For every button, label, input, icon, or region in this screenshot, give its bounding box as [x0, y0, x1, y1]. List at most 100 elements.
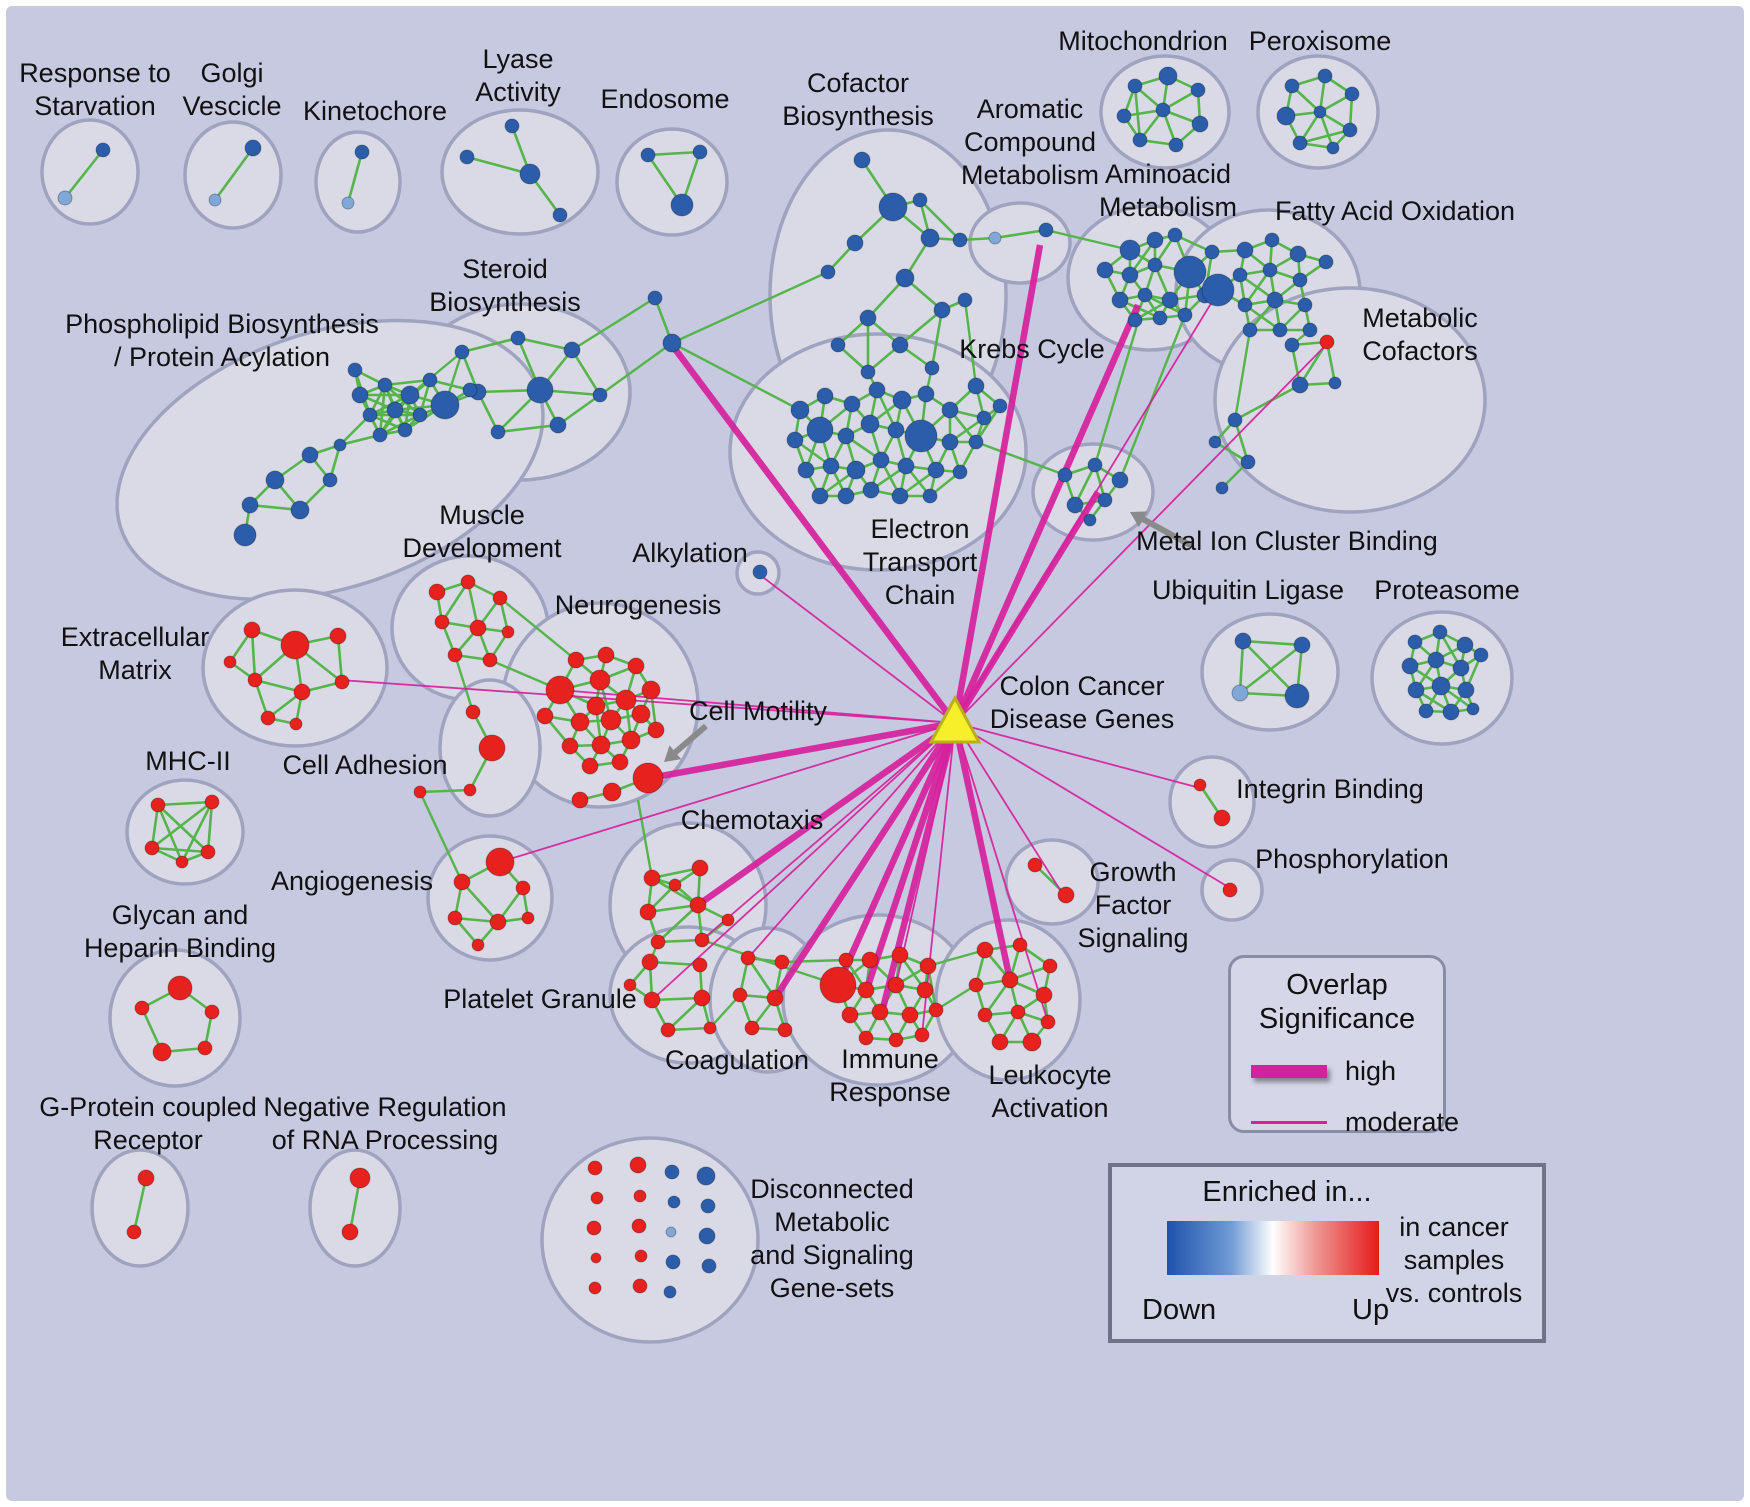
cofactor-biosynthesis-node: [859, 309, 877, 327]
extracellular-matrix-label: Extracellular: [61, 622, 210, 652]
electron-transport-chain-label: Electron: [870, 514, 969, 544]
green-link: [701, 938, 839, 987]
alkylation-node: [752, 564, 768, 580]
metabolic-cofactors-node: [1215, 481, 1229, 495]
muscle-development-label: Development: [402, 533, 562, 563]
metal-ion-cluster-binding-ellipse: [1031, 442, 1155, 542]
electron-transport-chain-node: [917, 385, 935, 403]
pointer-arrow-head: [664, 745, 682, 762]
cell-adhesion-label: Cell Adhesion: [282, 750, 447, 780]
green-edge: [647, 903, 699, 914]
aminoacid-metabolism-node: [1161, 291, 1179, 309]
overlap-edge-moderate: [954, 722, 1231, 889]
electron-transport-chain-node: [976, 410, 992, 426]
leukocyte-activation-node: [1010, 1004, 1026, 1020]
disconnected-gene-sets-node: [590, 1191, 604, 1205]
electron-transport-chain-node: [846, 460, 866, 480]
response-to-starvation-label: Response to: [19, 58, 171, 88]
alkylation-label: Alkylation: [632, 538, 748, 568]
coagulation-label: Coagulation: [665, 1045, 809, 1075]
electron-transport-chain-node: [816, 387, 834, 405]
lyase-activity-node: [504, 118, 520, 134]
extracellular-matrix-node: [334, 674, 350, 690]
peroxisome-node: [1292, 135, 1308, 151]
electron-transport-chain-node: [922, 488, 938, 504]
endosome-node: [670, 193, 694, 217]
fatty-acid-oxidation-node: [1262, 262, 1278, 278]
peroxisome-node: [1313, 105, 1327, 119]
fatty-acid-oxidation-node: [1237, 297, 1253, 313]
green-edge: [206, 801, 214, 853]
proteasome-label: Proteasome: [1374, 575, 1520, 605]
fatty-acid-oxidation-node: [1266, 291, 1284, 309]
integrin-binding-node: [1213, 809, 1231, 827]
aromatic-compound-metabolism-label: Metabolism: [961, 160, 1099, 190]
fatty-acid-oxidation-label: Fatty Acid Oxidation: [1275, 196, 1515, 226]
green-edge: [1243, 269, 1272, 306]
green-link: [453, 654, 475, 713]
cofactor-biosynthesis-node: [924, 360, 940, 376]
green-edge: [157, 804, 209, 853]
electron-transport-chain-node: [952, 464, 968, 480]
cofactor-biosynthesis-label: Biosynthesis: [782, 101, 934, 131]
metabolic-cofactors-node: [1328, 376, 1342, 390]
response-to-starvation-node: [95, 142, 111, 158]
green-edge: [667, 1026, 711, 1032]
golgi-vescicle-label: Golgi: [200, 58, 263, 88]
extracellular-matrix-node: [247, 672, 263, 688]
enrichment-context-line2: samples: [1403, 1245, 1505, 1275]
fatty-acid-oxidation-node: [1292, 272, 1308, 288]
leukocyte-activation-node: [1035, 986, 1053, 1004]
phospholipid-biosynthesis-label: Phospholipid Biosynthesis: [65, 309, 379, 339]
colon-cancer-hub-label: Colon Cancer: [999, 671, 1164, 701]
mhc-ii-node: [204, 794, 220, 810]
phospholipid-biosynthesis-node: [322, 472, 338, 488]
immune-response-node: [871, 1003, 889, 1021]
neurogenesis-node: [621, 730, 641, 750]
disconnected-gene-sets-node: [629, 1156, 647, 1174]
leukocyte-activation-node: [976, 941, 994, 959]
disconnected-gene-sets-label: Disconnected: [750, 1174, 914, 1204]
lyase-activity-node: [459, 149, 475, 165]
metabolic-cofactors-node: [1319, 334, 1335, 350]
electron-transport-chain-node: [897, 457, 915, 475]
overlap-edge-high: [951, 244, 1044, 724]
phospholipid-biosynthesis-node: [422, 372, 438, 388]
green-link: [935, 983, 977, 1012]
green-link: [636, 799, 654, 879]
electron-transport-chain-node: [887, 421, 905, 439]
mhc-ii-node: [200, 844, 216, 860]
leukocyte-activation-label: Activation: [991, 1093, 1108, 1123]
coagulation-node: [732, 987, 748, 1003]
green-edge: [180, 801, 214, 863]
green-edge: [157, 800, 213, 807]
green-edge: [570, 349, 602, 396]
green-edge: [651, 866, 701, 880]
overlap-edge-moderate: [701, 722, 956, 941]
green-link: [1233, 329, 1252, 421]
metal-ion-cluster-binding-label: Metal Ion Cluster Binding: [1136, 526, 1438, 556]
colon-cancer-hub-label: Disease Genes: [990, 704, 1175, 734]
aminoacid-metabolism-node: [1152, 310, 1168, 326]
green-link: [1118, 314, 1187, 481]
green-edge: [379, 413, 421, 437]
metabolic-cofactors-ellipse: [1213, 286, 1487, 514]
immune-response-label: Response: [829, 1077, 951, 1107]
steroid-biosynthesis-node: [490, 424, 506, 440]
aminoacid-metabolism-node: [1147, 257, 1163, 273]
muscle-development-node: [492, 590, 508, 606]
green-edge: [151, 800, 213, 850]
mitochondrion-node: [1116, 108, 1132, 124]
enrichment-context-line1: in cancer: [1399, 1212, 1509, 1242]
electron-transport-chain-node: [968, 434, 984, 450]
mhc-ii-node: [144, 840, 160, 856]
phospholipid-biosynthesis-node: [386, 401, 404, 419]
angiogenesis-node: [521, 911, 535, 925]
green-edge: [250, 629, 257, 681]
cofactor-biosynthesis-node: [820, 264, 836, 280]
proteasome-node: [1407, 681, 1425, 699]
overlap-edge-high: [649, 719, 956, 782]
phospholipid-biosynthesis-node: [290, 500, 310, 520]
green-link: [571, 296, 656, 352]
coagulation-node: [766, 989, 784, 1007]
